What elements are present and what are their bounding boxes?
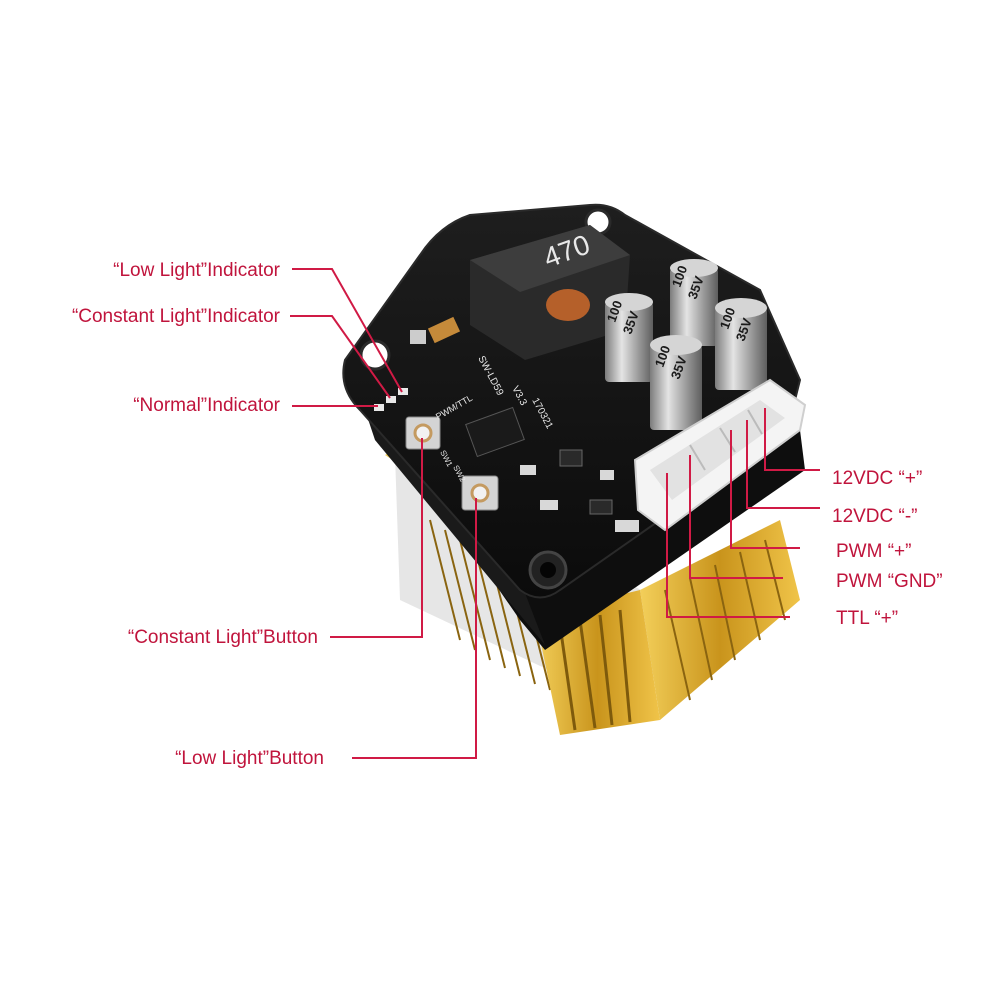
leader-constant-light-indicator (290, 315, 391, 399)
label-12vdc-minus: 12VDC “-” (832, 506, 918, 527)
label-pwm-plus: PWM “+” (836, 541, 911, 562)
low-light-switch[interactable] (461, 475, 499, 511)
label-12vdc-plus: 12VDC “+” (832, 468, 922, 489)
leader-constant-light-button (330, 438, 423, 638)
inductor: 470 (470, 225, 630, 360)
label-normal-indicator: “Normal”Indicator (133, 395, 280, 416)
mounting-hole (359, 339, 391, 371)
low-light-led (398, 388, 408, 395)
label-low-light-button: “Low Light”Button (175, 748, 324, 769)
capacitor: 100 35V (604, 293, 653, 382)
driver-board: 470 100 35V 100 35V 100 35V 100 35V (342, 203, 807, 650)
capacitor: 100 35V (669, 259, 718, 346)
label-constant-light-button: “Constant Light”Button (128, 627, 318, 648)
power-connector (633, 378, 807, 532)
capacitor: 100 35V (715, 298, 767, 390)
leader-low-light-indicator (292, 268, 403, 393)
leader-pwm-plus (730, 430, 800, 549)
label-ttl-plus: TTL “+” (836, 608, 898, 629)
label-low-light-indicator: “Low Light”Indicator (113, 260, 281, 281)
smd-part (427, 316, 461, 344)
label-pwm-gnd: PWM “GND” (836, 571, 943, 592)
leader-pwm-gnd (689, 455, 783, 579)
constant-light-led (386, 396, 396, 403)
normal-led (374, 404, 384, 411)
svg-text:100: 100 (604, 299, 626, 325)
svg-text:100: 100 (652, 344, 674, 370)
callout-labels: “Low Light”Indicator “Constant Light”Ind… (72, 260, 943, 769)
leader-12vdc-plus (764, 408, 820, 471)
svg-text:100: 100 (669, 264, 691, 290)
driver-chip (465, 406, 525, 458)
leader-lines (290, 268, 820, 759)
leader-low-light-button (352, 498, 477, 759)
capacitor: 100 35V (650, 335, 702, 430)
leader-12vdc-minus (746, 420, 820, 509)
svg-text:100: 100 (717, 306, 739, 332)
label-constant-light-indicator: “Constant Light”Indicator (72, 306, 281, 327)
smd-part (410, 330, 426, 344)
leader-ttl-plus (666, 473, 790, 618)
